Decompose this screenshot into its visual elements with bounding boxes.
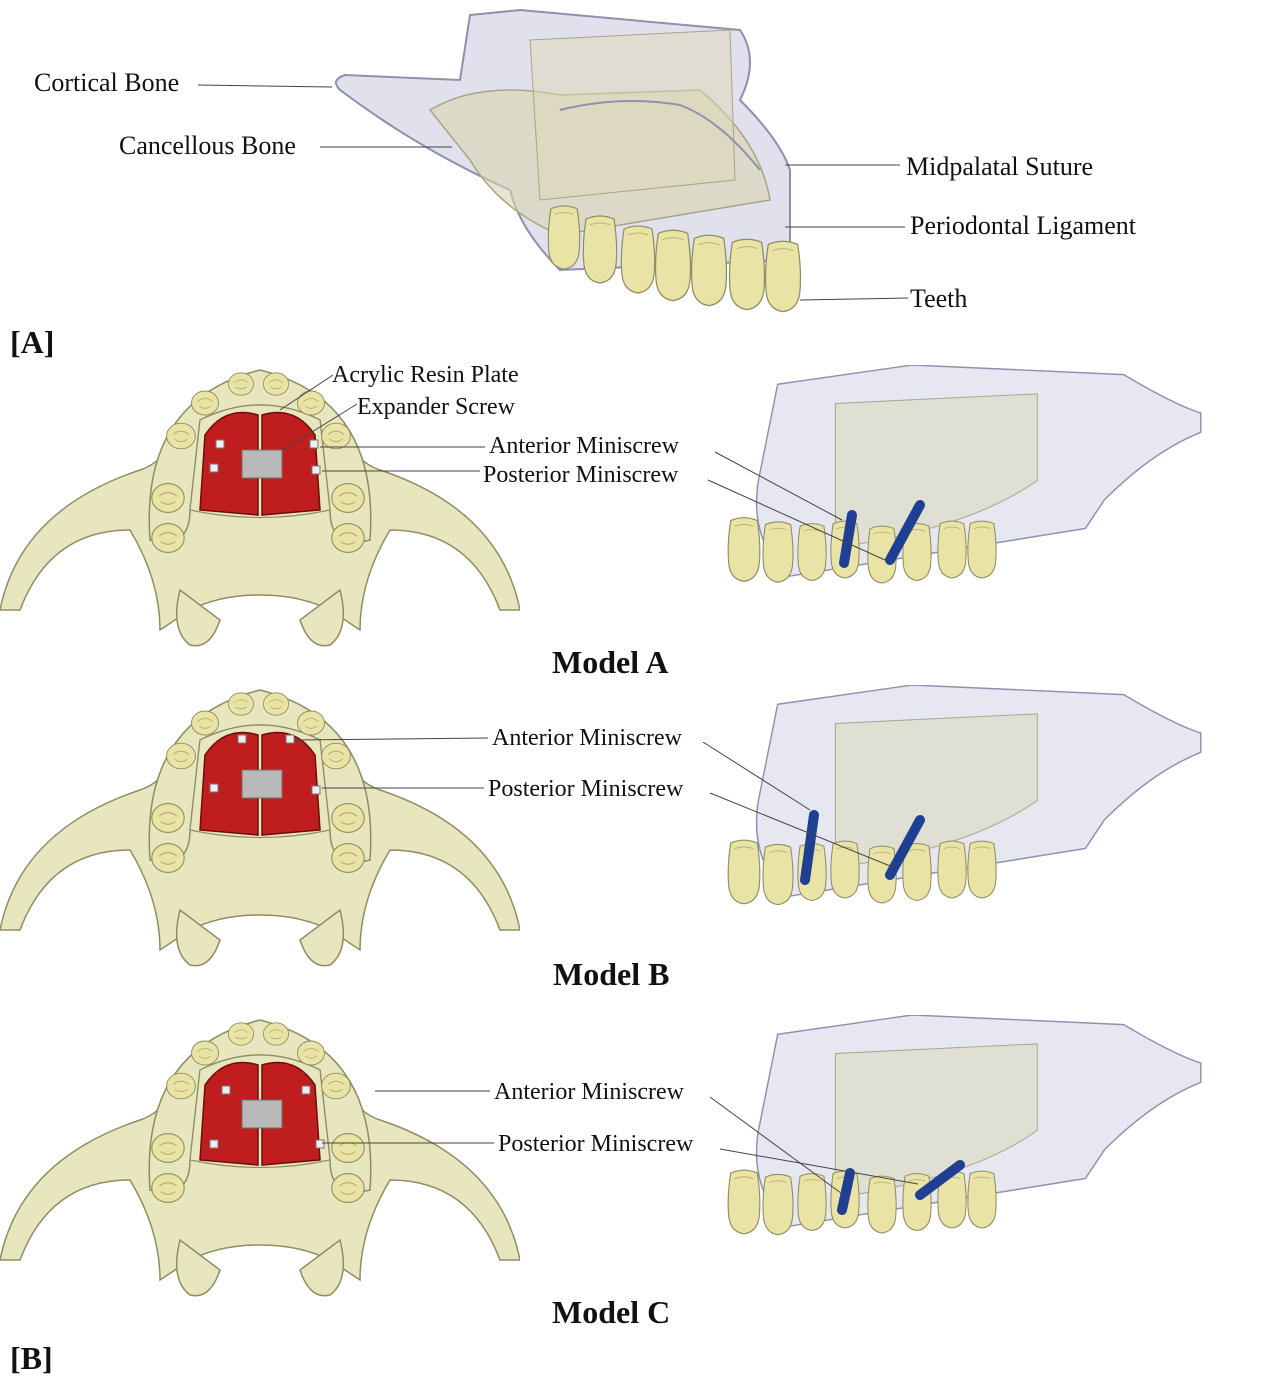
expander-screw bbox=[242, 770, 282, 798]
expander-screw bbox=[242, 450, 282, 478]
miniscrew-head bbox=[316, 1140, 324, 1148]
label-posterior-miniscrew-a: Posterior Miniscrew bbox=[483, 463, 678, 487]
miniscrew-head bbox=[238, 735, 246, 743]
label-anterior-miniscrew-a: Anterior Miniscrew bbox=[489, 434, 679, 458]
model-b-title: Model B bbox=[553, 956, 669, 993]
label-posterior-miniscrew-c: Posterior Miniscrew bbox=[498, 1132, 693, 1156]
miniscrew-head bbox=[312, 786, 320, 794]
model-a-lateral bbox=[728, 365, 1201, 583]
model-b-lateral bbox=[728, 685, 1201, 905]
label-midpalatal-suture: Midpalatal Suture bbox=[906, 154, 1093, 180]
model-c-title: Model C bbox=[552, 1294, 670, 1331]
label-posterior-miniscrew-b: Posterior Miniscrew bbox=[488, 777, 683, 801]
panel-label-a: [A] bbox=[10, 324, 54, 361]
label-acrylic-resin-plate: Acrylic Resin Plate bbox=[332, 363, 519, 387]
miniscrew-head bbox=[286, 735, 294, 743]
model-a-title: Model A bbox=[552, 644, 668, 681]
miniscrew-head bbox=[210, 784, 218, 792]
miniscrew-head bbox=[210, 464, 218, 472]
miniscrew-head bbox=[222, 1086, 230, 1094]
label-periodontal-ligament: Periodontal Ligament bbox=[910, 213, 1136, 239]
expander-screw bbox=[242, 1100, 282, 1128]
miniscrew-head bbox=[210, 1140, 218, 1148]
label-anterior-miniscrew-b: Anterior Miniscrew bbox=[492, 726, 682, 750]
miniscrew-head bbox=[312, 466, 320, 474]
model-c-occlusal bbox=[0, 1020, 520, 1296]
label-teeth: Teeth bbox=[910, 286, 967, 312]
label-cortical-bone: Cortical Bone bbox=[34, 70, 179, 96]
maxilla-lateral-view-a bbox=[336, 10, 801, 312]
model-b-occlusal bbox=[0, 690, 520, 966]
miniscrew-head bbox=[310, 440, 318, 448]
label-anterior-miniscrew-c: Anterior Miniscrew bbox=[494, 1080, 684, 1104]
label-cancellous-bone: Cancellous Bone bbox=[119, 133, 296, 159]
panel-label-b: [B] bbox=[10, 1340, 53, 1377]
model-c-lateral bbox=[728, 1015, 1201, 1235]
miniscrew-head bbox=[216, 440, 224, 448]
miniscrew-head bbox=[302, 1086, 310, 1094]
label-expander-screw: Expander Screw bbox=[357, 395, 515, 419]
